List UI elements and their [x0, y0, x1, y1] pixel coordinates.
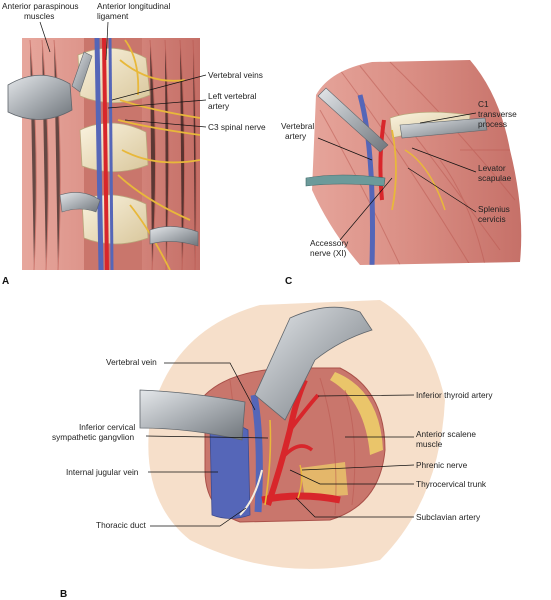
label-vertebral-artery-2: artery [285, 131, 307, 141]
label-internal-jugular: Internal jugular vein [66, 467, 139, 477]
label-anterior-paraspinous-2: muscles [24, 11, 54, 21]
label-anterior-longitudinal-2: ligament [97, 11, 129, 21]
label-c1-transverse-2: transverse [478, 109, 517, 119]
retractor-icon-b1 [139, 389, 246, 441]
label-accessory-nerve-2: nerve (XI) [310, 248, 347, 258]
label-anterior-paraspinous: Anterior paraspinous [2, 1, 79, 11]
label-c1-transverse: C1 [478, 99, 489, 109]
label-vertebral-veins: Vertebral veins [208, 70, 263, 80]
label-phrenic-nerve: Phrenic nerve [416, 460, 468, 470]
label-thyrocervical-trunk: Thyrocervical trunk [416, 479, 487, 489]
panel-letter-c: C [285, 276, 292, 287]
label-vertebral-artery: Vertebral [281, 121, 314, 131]
label-inferior-thyroid: Inferior thyroid artery [416, 390, 493, 400]
label-c1-transverse-3: process [478, 119, 507, 129]
label-anterior-scalene: Anterior scalene [416, 429, 476, 439]
label-inferior-cervical: Inferior cervical [79, 422, 135, 432]
panel-letter-b: B [60, 589, 67, 600]
label-splenius-cervicis-2: cervicis [478, 214, 506, 224]
panel-a-illustration [7, 38, 200, 270]
retractor-icon [7, 74, 73, 120]
label-anterior-scalene-2: muscle [416, 439, 443, 449]
panel-letter-a: A [2, 276, 9, 287]
label-c3-spinal-nerve: C3 spinal nerve [208, 122, 266, 132]
label-levator-scapulae: Levator [478, 163, 506, 173]
label-anterior-longitudinal: Anterior longitudinal [97, 1, 170, 11]
label-inferior-cervical-2: sympathetic gangvlion [52, 432, 134, 442]
label-vertebral-vein: Vertebral vein [106, 357, 157, 367]
panel-b-labels: Vertebral vein Inferior cervical sympath… [52, 357, 493, 600]
label-left-vertebral-artery-2: artery [208, 101, 230, 111]
label-subclavian-artery: Subclavian artery [416, 512, 481, 522]
panel-b-illustration [139, 300, 445, 569]
label-thoracic-duct: Thoracic duct [96, 520, 146, 530]
panel-a-labels: Anterior paraspinous muscles Anterior lo… [2, 1, 266, 287]
panel-c-illustration [305, 60, 522, 265]
label-splenius-cervicis: Splenius [478, 204, 510, 214]
label-accessory-nerve: Accessory [310, 238, 349, 248]
panel-c-labels: Vertebral artery C1 transverse process L… [281, 99, 517, 287]
label-levator-scapulae-2: scapulae [478, 173, 512, 183]
retractor-icon-c1 [317, 87, 389, 153]
label-left-vertebral-artery: Left vertebral [208, 91, 257, 101]
